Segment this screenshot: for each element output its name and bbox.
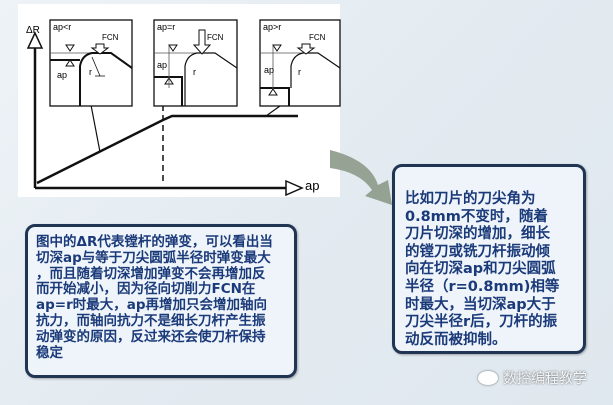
svg-text:r: r <box>89 67 92 77</box>
svg-text:r: r <box>298 67 301 77</box>
note-line: 的镗刀或铣刀杆振动倾 <box>405 243 550 260</box>
note-line: 稳定 <box>36 344 63 361</box>
inset-ap-equals-r: ap=r FCN ap r <box>153 19 238 107</box>
wechat-icon <box>478 371 498 385</box>
note-line: 动弹变的原因，反过来还会使刀杆保持 <box>36 328 266 345</box>
y-axis-label: ΔR <box>26 25 40 36</box>
pointer-arrow <box>330 150 392 205</box>
note-line: ，而且随着切深增加弹变不会再增加反 <box>36 265 266 282</box>
svg-text:r: r <box>193 67 196 77</box>
leader-line <box>265 105 281 117</box>
svg-text:FCN: FCN <box>102 33 119 42</box>
svg-text:ap>r: ap>r <box>263 22 281 32</box>
note-line: 向在切深ap和刀尖圆弧 <box>405 261 556 278</box>
x-axis-label: ap <box>305 178 319 193</box>
note-line: 切深ap与等于刀尖圆弧半径时弹变最大 <box>36 249 271 266</box>
note-line: 0.8mm不变时，随着 <box>405 208 548 225</box>
svg-text:ap<r: ap<r <box>53 22 71 32</box>
right-explanation-box: 比如刀片的刀尖角为 0.8mm不变时，随着 刀片切深的增加，细长 的镗刀或铣刀杆… <box>392 164 586 354</box>
inset-ap-greater-r: ap>r FCN ap r <box>259 19 341 107</box>
left-explanation-box: 图中的ΔR代表镗杆的弹变，可以看出当 切深ap与等于刀尖圆弧半径时弹变最大 ，而… <box>25 224 297 378</box>
note-line: 动反而被抑制。 <box>405 331 507 348</box>
note-line: 刀尖半径r后，刀杆的振 <box>405 314 558 331</box>
leader-line <box>90 104 101 153</box>
note-line: 半径（r=0.8mm)相等 <box>405 278 560 295</box>
note-line: 抗力，而轴向抗力不是细长刀杆产生振 <box>36 312 266 329</box>
note-line: 比如刀片的刀尖角为 <box>405 191 536 207</box>
svg-text:ap: ap <box>57 70 67 80</box>
svg-text:ap: ap <box>157 60 167 70</box>
svg-text:ap=r: ap=r <box>157 22 175 32</box>
note-line: 而开始减小，因为径向切削力FCN在 <box>36 281 256 298</box>
note-line: 图中的ΔR代表镗杆的弹变，可以看出当 <box>36 234 273 250</box>
inset-ap-less-r: ap<r FCN ap r <box>49 19 133 107</box>
note-line: ap=r时最大，ap再增加只会增加轴向 <box>36 297 268 314</box>
svg-text:FCN: FCN <box>207 33 224 42</box>
svg-text:FCN: FCN <box>309 33 326 42</box>
watermark: 数控编程教学 <box>478 368 587 388</box>
axes <box>26 31 304 197</box>
svg-text:ap: ap <box>264 65 274 75</box>
note-line: 刀片切深的增加，细长 <box>405 226 550 243</box>
note-line: 时最大，当切深ap大于 <box>405 296 556 313</box>
watermark-text: 数控编程教学 <box>503 371 587 387</box>
